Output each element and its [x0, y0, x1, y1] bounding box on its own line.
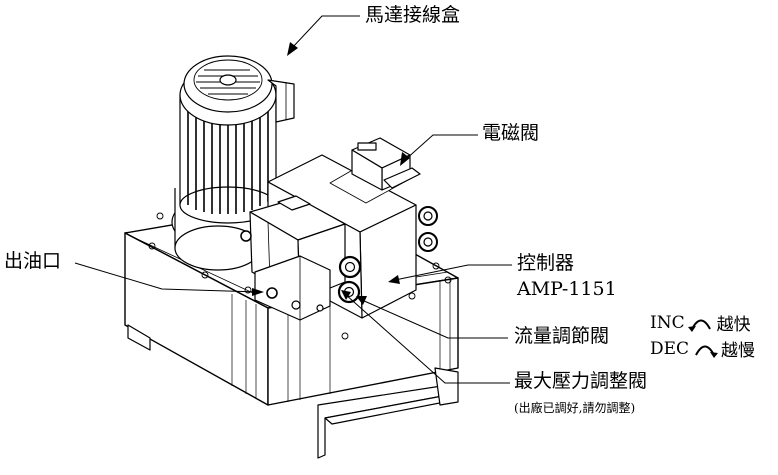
legend-dec-label: DEC	[650, 338, 690, 359]
label-solenoid-valve: 電磁閥	[482, 122, 540, 144]
label-controller: 控制器	[517, 252, 575, 274]
legend-inc-label: INC	[650, 312, 685, 333]
label-max-pressure-note: (出廠已調好,請勿調整)	[514, 401, 636, 415]
label-motor-junction-box: 馬達接線盒	[365, 4, 461, 26]
label-flow-control-valve: 流量調節閥	[514, 325, 610, 347]
solenoid-valve-stack	[240, 137, 438, 321]
motor-junction-box	[267, 79, 295, 123]
leader-lines	[74, 15, 512, 384]
label-oil-outlet: 出油口	[4, 250, 62, 272]
label-controller-model: AMP-1151	[517, 278, 617, 300]
legend-inc-desc: 越快	[716, 315, 751, 335]
legend-dec-desc: 越慢	[721, 341, 756, 361]
legend-dec: DEC 越慢	[650, 336, 756, 362]
clockwise-arrow-icon	[695, 345, 719, 358]
label-max-pressure-valve: 最大壓力調整閥	[514, 370, 648, 392]
tank-feet	[127, 324, 459, 459]
counterclockwise-arrow-icon	[687, 319, 711, 332]
legend-inc: INC 越快	[650, 310, 751, 336]
electric-motor	[171, 55, 277, 271]
leader-arrowheads	[252, 42, 410, 305]
